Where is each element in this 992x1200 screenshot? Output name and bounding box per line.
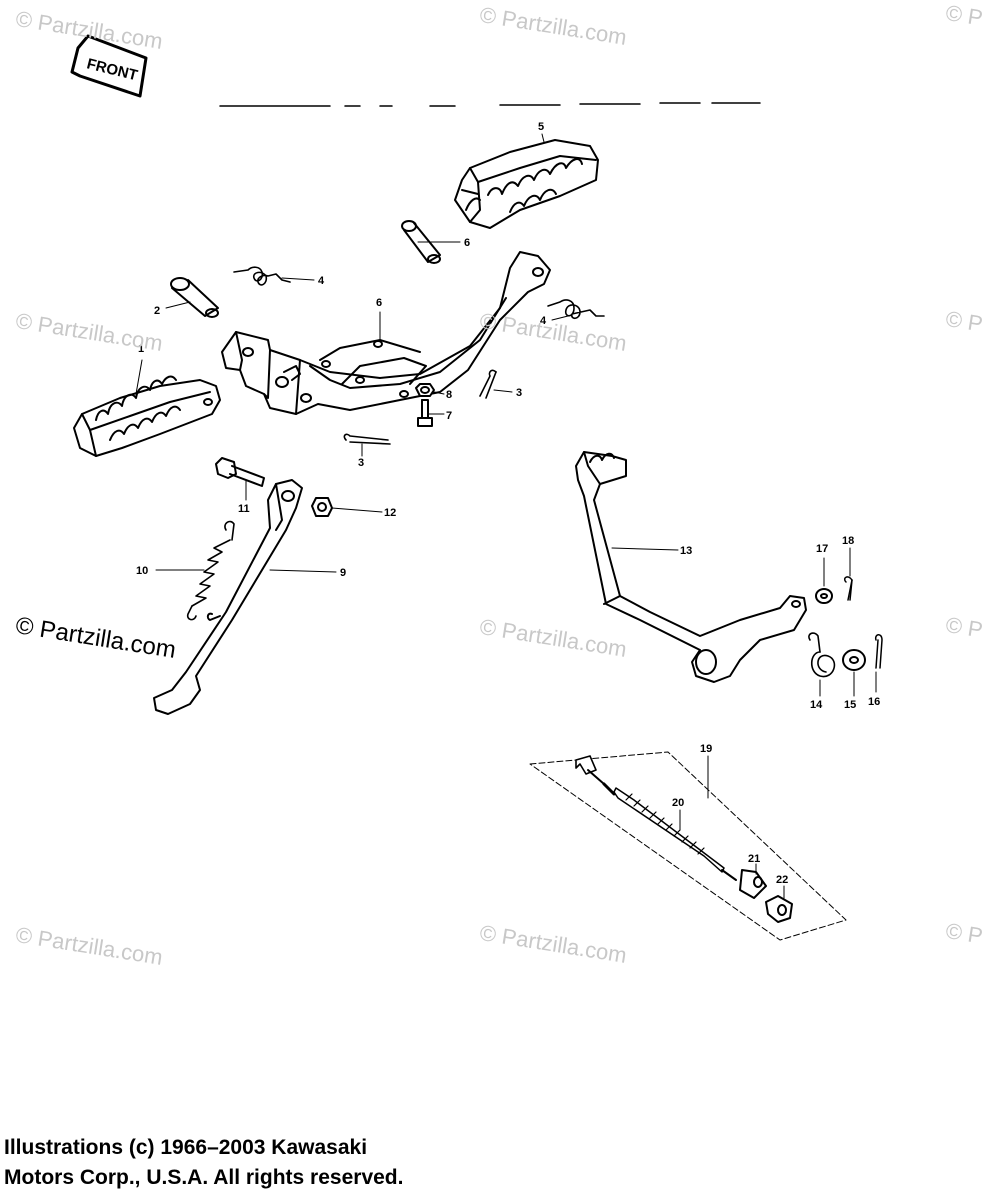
pin-upper	[401, 220, 441, 264]
callout-22: 22	[776, 874, 788, 886]
bolt-7	[417, 399, 433, 427]
spring-right	[547, 299, 605, 320]
callout-3: 3	[516, 387, 522, 399]
callout-8: 8	[446, 389, 452, 401]
callout-2: 2	[154, 305, 160, 317]
callout-13: 13	[680, 545, 692, 557]
callout-10: 10	[136, 565, 148, 577]
callout-labels: 5 6 4 2 6 4 1 8 3 7 3 11 12 10 9 13 17 1…	[136, 121, 880, 886]
watermark: © P	[944, 306, 985, 337]
callout-4: 4	[318, 275, 325, 287]
front-arrow-icon: FRONT	[70, 34, 148, 98]
top-dashed-line	[219, 102, 761, 107]
callout-3: 3	[358, 457, 364, 469]
callout-21: 21	[748, 853, 760, 865]
side-stand	[153, 479, 303, 715]
callout-20: 20	[672, 797, 684, 809]
callout-4: 4	[540, 315, 547, 327]
bolt-11	[215, 457, 265, 487]
pin-left	[170, 277, 219, 318]
callout-17: 17	[816, 543, 828, 555]
copyright-line-1: Illustrations (c) 1966–2003 Kawasaki	[4, 1136, 368, 1159]
watermark: © P	[944, 612, 985, 643]
callout-14: 14	[810, 699, 823, 711]
footrest-bracket	[221, 251, 551, 415]
cotter-pin-18	[843, 576, 853, 601]
watermark: © P	[944, 918, 985, 949]
callout-7: 7	[446, 410, 452, 422]
copyright-notice: Illustrations (c) 1966–2003 Kawasaki Mot…	[4, 1133, 403, 1193]
cotter-pin-16	[874, 634, 883, 669]
left-footpeg	[73, 375, 221, 457]
callout-16: 16	[868, 696, 880, 708]
nut-12	[311, 497, 333, 517]
right-footpeg	[454, 139, 599, 229]
watermark: © P	[944, 0, 985, 31]
cotter-pin-right	[479, 369, 497, 399]
callout-18: 18	[842, 535, 854, 547]
callout-5: 5	[538, 121, 544, 133]
callout-6: 6	[376, 297, 382, 309]
nut-8	[415, 383, 435, 397]
cotter-pin-bottom	[343, 433, 391, 445]
callout-12: 12	[384, 507, 396, 519]
brake-rod-assembly	[529, 751, 847, 941]
callout-15: 15	[844, 699, 856, 711]
callout-6: 6	[464, 237, 470, 249]
callout-9: 9	[340, 567, 346, 579]
callout-11: 11	[238, 503, 250, 515]
leader-lines	[135, 133, 877, 899]
callout-1: 1	[138, 343, 144, 355]
brake-pedal	[575, 451, 807, 683]
copyright-line-2: Motors Corp., U.S.A. All rights reserved…	[4, 1166, 404, 1189]
stand-spring	[186, 520, 235, 621]
washer-15	[842, 649, 866, 671]
callout-19: 19	[700, 743, 712, 755]
pedal-spring	[808, 632, 836, 678]
spring-upper	[233, 266, 291, 286]
washer-17	[815, 588, 833, 604]
